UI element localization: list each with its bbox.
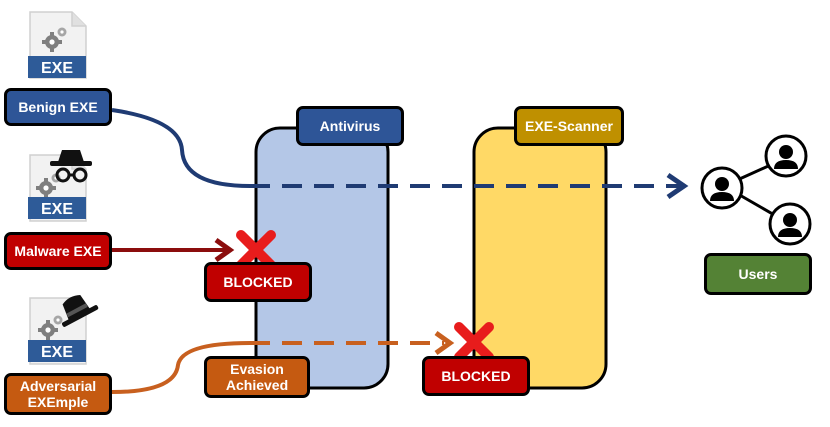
malware-exe-label: Malware EXE: [4, 232, 112, 270]
red-x-icon: [236, 230, 276, 270]
user-icon: [768, 202, 812, 246]
file-tag: [28, 197, 86, 219]
blocked-antivirus-badge: BLOCKED: [204, 262, 312, 302]
benign-arrow: [111, 108, 251, 188]
blocked-scanner-badge: BLOCKED: [422, 356, 530, 396]
adversarial-label-line2: EXEmple: [27, 394, 89, 410]
evasion-achieved-badge: Evasion Achieved: [204, 356, 310, 398]
malware-arrowhead: [214, 237, 235, 263]
adversarial-arrowhead: [434, 330, 455, 356]
adversarial-label-line1: Adversarial: [19, 378, 97, 394]
antivirus-box: [254, 126, 390, 390]
file-tag: [28, 340, 86, 362]
spy-icon: [50, 150, 92, 183]
red-x-icon: [454, 322, 494, 362]
file-tag: [28, 56, 86, 78]
black-hat-icon: [61, 294, 99, 327]
exe-scanner-label: EXE-Scanner: [514, 106, 624, 146]
file-tag-text: EXE: [41, 201, 73, 218]
user-icon: [700, 166, 744, 210]
evasion-line1: Evasion: [230, 361, 284, 377]
file-tag-text: EXE: [41, 60, 73, 77]
adversarial-arrow: [111, 341, 251, 394]
benign-arrowhead: [666, 172, 689, 200]
user-icon: [764, 134, 808, 178]
benign-exe-label: Benign EXE: [4, 88, 112, 126]
file-tag-text: EXE: [41, 344, 73, 361]
antivirus-label: Antivirus: [296, 106, 404, 146]
scanner-box: [472, 126, 608, 390]
adversarial-exemple-label: Adversarial EXEmple: [4, 373, 112, 415]
evasion-line2: Achieved: [225, 377, 289, 393]
users-label: Users: [704, 253, 812, 295]
